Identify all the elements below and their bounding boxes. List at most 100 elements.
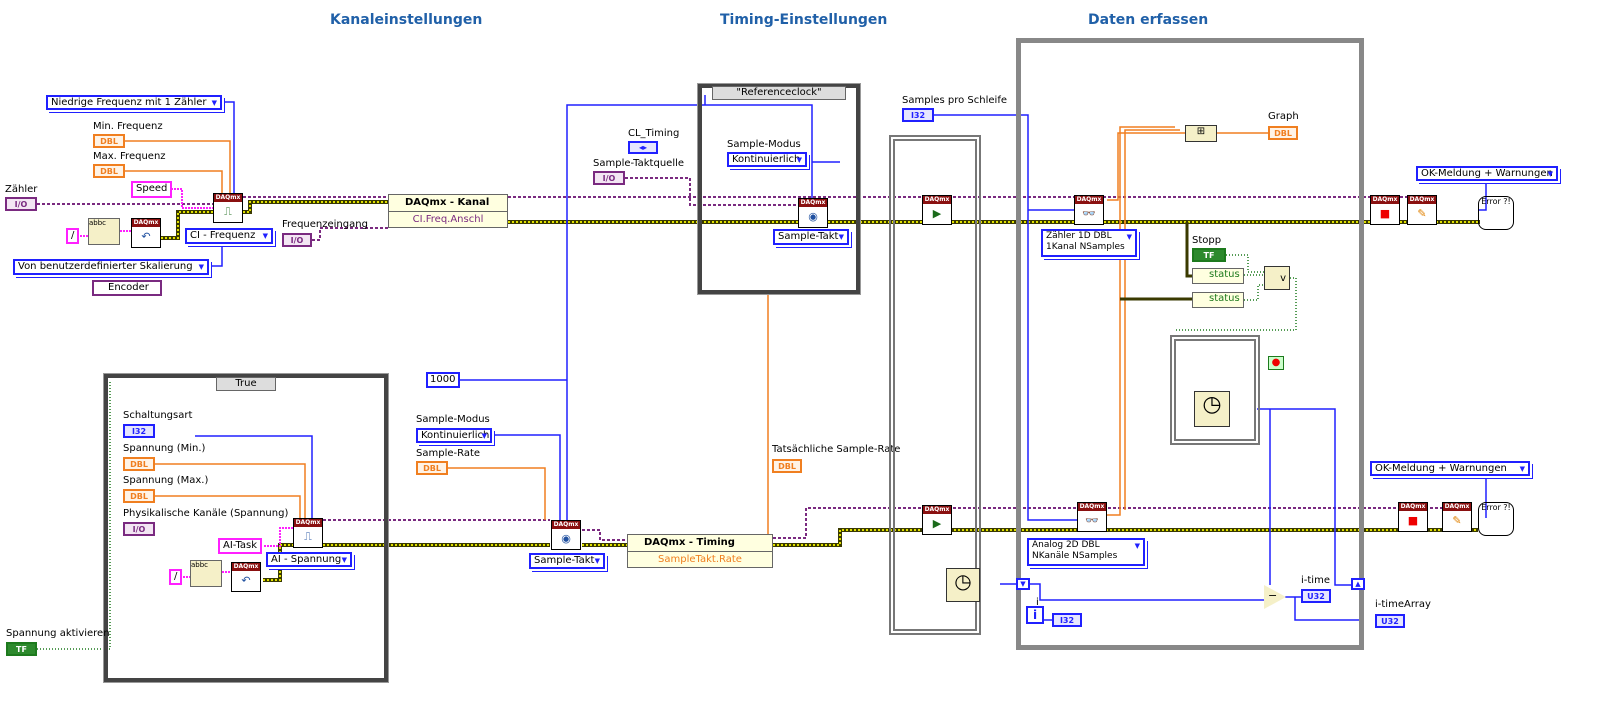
daqmx-timing-node[interactable]: DAQmx◉ [798,198,828,228]
enum-icon: ◂▸ [638,143,648,152]
case-selector-timing[interactable]: "Referenceclock" [712,86,846,100]
error-handler-icon[interactable]: Error ?! [1478,196,1514,230]
enable-voltage-control[interactable]: TF [6,642,37,656]
sample-mode-label-2: Sample-Modus [416,414,490,425]
ai-task-constant[interactable]: AI-Task [218,538,263,554]
section-header-channel: Kanaleinstellungen [330,12,483,28]
daqmx-create-channel-node[interactable]: DAQmx ⎍ [213,193,243,223]
i-time-label: i-time [1301,575,1330,586]
clock-icon: ◉ [561,532,571,545]
daqmx-timing-node-2[interactable]: DAQmx ◉ [551,520,581,550]
voltage-min-control[interactable]: DBL [123,457,155,471]
sample-mode-ring-2[interactable]: Kontinuierlich [416,428,492,443]
min-frequency-label: Min. Frequenz [93,121,163,132]
slash-constant-2[interactable]: / [169,569,183,585]
string-icon: abbc [191,561,209,569]
sample-rate-control[interactable]: DBL [416,461,448,475]
daqmx-start-node[interactable]: DAQmx▶ [922,195,952,225]
stop-control[interactable]: TF [1192,248,1226,262]
daqmx-logo: DAQmx [552,521,580,529]
speed-constant[interactable]: Speed [131,181,173,198]
encoder-ring[interactable]: Encoder [92,280,162,296]
daqmx-clear-task-node[interactable]: DAQmx✎ [1407,195,1437,225]
max-frequency-label: Max. Frequenz [93,151,166,162]
io-wire [312,177,798,241]
frequency-input-control[interactable]: I/O [282,233,312,247]
shift-register-left[interactable]: ▼ [1016,578,1030,590]
circuit-type-control[interactable]: I32 [123,424,155,438]
daqmx-logo: DAQmx [294,519,322,527]
daqmx-stop-task-node[interactable]: DAQmx■ [1370,195,1400,225]
daqmx-task-node[interactable]: DAQmx↶ [131,218,161,248]
daqmx-logo: DAQmx [1078,503,1106,511]
timing-case-structure [697,83,861,295]
daqmx-stop-task-node-2[interactable]: DAQmx■ [1398,502,1428,532]
unbundle-status[interactable]: status [1192,268,1244,284]
shift-register-right[interactable]: ▲ [1351,578,1365,590]
graph-label: Graph [1268,111,1299,122]
clock-source-control[interactable]: I/O [593,171,625,185]
case-selector-voltage[interactable]: True [216,377,276,391]
property-item[interactable]: SampleTakt.Rate [658,554,742,565]
min-frequency-control[interactable]: DBL [93,134,125,148]
error-wire [263,529,1478,581]
sample-clock-ring[interactable]: Sample-Takt [773,229,849,245]
max-frequency-control[interactable]: DBL [93,164,125,178]
section-header-timing: Timing-Einstellungen [720,12,888,28]
counter-control[interactable]: I/O [5,197,37,211]
tick-count-icon[interactable]: ◷ [1194,391,1230,427]
stop-condition-icon[interactable]: ● [1268,356,1284,370]
i-indicator: I32 [1052,613,1082,627]
daqmx-logo: DAQmx [132,219,160,227]
build-array-node[interactable]: ⊞ [1185,125,1217,142]
string-icon: abbc [89,219,107,227]
string-wire [80,188,293,578]
samples-per-loop-control[interactable]: I32 [902,108,934,122]
error-handler-icon-2[interactable]: Error ?! [1478,502,1514,536]
physical-channels-control[interactable]: I/O [123,522,155,536]
wait-timer-icon[interactable]: ◷ [946,568,980,602]
i-time-array-indicator: U32 [1375,614,1405,628]
concatenate-strings-node-2[interactable]: abbc [190,560,222,587]
sample-mode-ring[interactable]: Kontinuierlich [727,152,807,167]
daqmx-create-ai-channel-node[interactable]: DAQmx⎍ [293,518,323,548]
glasses-icon: 👓 [1085,514,1099,527]
daqmx-logo: DAQmx [214,194,242,202]
daqmx-read-node[interactable]: DAQmx👓 [1074,195,1104,225]
daqmx-logo: DAQmx [923,506,951,514]
ring-line: Analog 2D DBL [1032,540,1100,550]
i-time-indicator: U32 [1301,589,1331,603]
concatenate-strings-node[interactable]: abbc [88,218,120,245]
daqmx-task-node-2[interactable]: DAQmx↶ [231,562,261,592]
unbundle-status-2[interactable]: status [1192,292,1244,308]
inner-timer-loop [1170,335,1260,445]
daqmx-logo: DAQmx [1399,503,1427,511]
property-item[interactable]: CI.Freq.Anschl [412,214,484,225]
voltage-max-control[interactable]: DBL [123,489,155,503]
error-mode-ring[interactable]: OK-Meldung + Warnungen [1416,166,1558,181]
voltage-min-label: Spannung (Min.) [123,443,206,454]
ci-frequency-ring[interactable]: CI - Frequenz [185,228,273,244]
daqmx-clear-task-node-2[interactable]: DAQmx✎ [1442,502,1472,532]
error-mode-ring-2[interactable]: OK-Meldung + Warnungen [1370,461,1530,476]
sample-clock-ring-2[interactable]: Sample-Takt [529,553,605,569]
daqmx-start-node-2[interactable]: DAQmx▶ [922,505,952,535]
cl-timing-control[interactable]: ◂▸ [628,141,658,154]
slash-constant[interactable]: / [66,228,80,244]
or-node[interactable]: v [1264,266,1290,290]
daqmx-read-node-2[interactable]: DAQmx 👓 [1077,502,1107,532]
scaling-ring[interactable]: Von benutzerdefinierter Skalierung [13,259,209,275]
frequency-mode-ring[interactable]: Niedrige Frequenz mit 1 Zähler [46,95,222,110]
circuit-type-label: Schaltungsart [123,410,193,421]
ai-voltage-ring[interactable]: AI - Spannung [266,552,352,567]
actual-rate-indicator: DBL [772,459,802,473]
daqmx-logo: DAQmx [1371,196,1399,204]
pulse-icon: ⎍ [224,205,232,218]
samples-constant[interactable]: 1000 [426,372,460,388]
physical-channels-label: Physikalische Kanäle (Spannung) [123,508,289,519]
